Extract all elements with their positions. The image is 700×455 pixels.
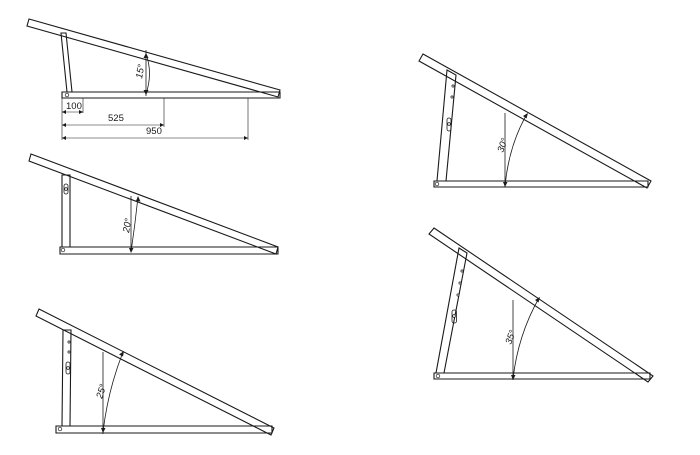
frame-35-degree: 35° <box>428 227 654 383</box>
leg-slot <box>446 117 452 132</box>
pivot-hole <box>60 247 66 253</box>
front-leg <box>435 247 468 374</box>
pivot-hole <box>435 373 441 379</box>
angle-label: 20° <box>121 217 135 234</box>
inclined-rail <box>428 227 654 383</box>
leg-hole <box>450 95 454 99</box>
front-leg <box>61 174 71 248</box>
leg-slot <box>63 183 69 195</box>
leg-hole <box>452 314 456 318</box>
pivot-hole <box>57 426 63 432</box>
inclined-rail <box>35 308 275 436</box>
leg-slot <box>451 309 457 324</box>
frame-30-degree: 30° <box>418 53 652 189</box>
pivot-hole <box>434 181 440 187</box>
front-leg <box>61 329 72 427</box>
leg-slot <box>65 361 71 375</box>
leg-hole <box>64 187 68 191</box>
dim-label-100: 100 <box>66 101 82 112</box>
leg-hole <box>67 340 71 344</box>
leg-hole <box>456 293 460 297</box>
base-rail <box>433 372 651 380</box>
dim-label-950: 950 <box>146 126 162 137</box>
inclined-rail <box>28 153 279 255</box>
inclined-rail <box>26 18 281 98</box>
angle-arc <box>512 297 540 380</box>
arc-arrow-top <box>143 53 149 58</box>
front-leg <box>60 32 73 93</box>
base-rail <box>55 425 273 434</box>
dim-label-525: 525 <box>108 113 124 124</box>
front-leg <box>436 69 457 182</box>
inclined-rail <box>418 53 652 189</box>
base-rail <box>59 246 279 255</box>
angle-label: 35° <box>503 329 518 346</box>
leg-hole <box>447 122 451 126</box>
angle-arc <box>102 351 124 433</box>
frame-20-degree: 20° <box>28 153 279 255</box>
angle-label: 30° <box>495 137 510 154</box>
base-rail <box>61 91 281 99</box>
frame-25-degree: 25° <box>35 308 275 436</box>
angle-label: 15° <box>134 63 147 79</box>
base-rail <box>433 180 649 188</box>
leg-hole <box>458 281 462 285</box>
pivot-hole <box>64 92 70 98</box>
angle-arc <box>504 113 528 187</box>
leg-hole <box>451 84 455 88</box>
leg-hole <box>66 366 70 370</box>
leg-hole <box>67 350 71 354</box>
angle-label: 25° <box>94 383 109 401</box>
frame-15-degree: 15° 100 525 950 <box>26 18 281 140</box>
leg-hole <box>460 269 464 273</box>
angle-arc <box>130 196 139 253</box>
arc-arrow-bottom <box>143 90 149 95</box>
